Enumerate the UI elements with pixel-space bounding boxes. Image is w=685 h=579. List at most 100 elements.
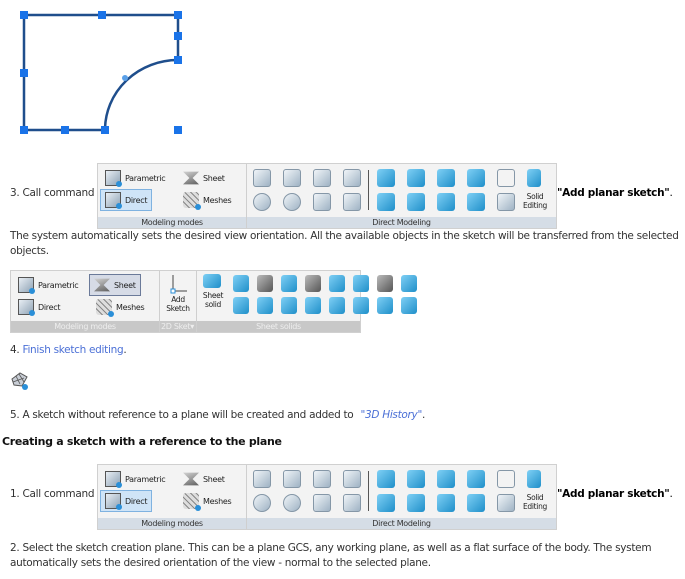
ribbon-sheet-solids: Parametric Sheet Direct Meshes Modeling … xyxy=(10,270,417,333)
command-label: "Add planar sketch" xyxy=(557,488,670,500)
cone-tool-icon[interactable] xyxy=(283,470,301,488)
punct: . xyxy=(422,409,426,421)
sheet-solid-tool-icon[interactable] xyxy=(281,275,297,292)
command-name: "Add planar sketch". xyxy=(557,488,673,500)
wireframe-tool-icon[interactable] xyxy=(497,169,515,187)
push-pull-tool-icon[interactable] xyxy=(377,470,395,488)
direct-mode-button[interactable]: Direct xyxy=(100,189,153,211)
sheet-mode-button[interactable]: Sheet xyxy=(178,167,230,189)
sheet-solid-tool-icon[interactable] xyxy=(353,275,369,292)
group-title: Sheet solids xyxy=(197,321,360,332)
separator xyxy=(368,170,369,210)
group-title: Direct Modeling xyxy=(247,518,556,529)
view-orientation-paragraph: The system automatically sets the desire… xyxy=(10,230,679,257)
sheet-mode-button[interactable]: Sheet xyxy=(89,274,141,296)
sphere-tool-icon[interactable] xyxy=(283,494,301,512)
pyramid-tool-icon[interactable] xyxy=(313,169,331,187)
finish-sketch-mesh-icon[interactable] xyxy=(10,371,30,391)
revolve-face-tool-icon[interactable] xyxy=(377,193,395,211)
step2-text: 2. Select the sketch creation plane. Thi… xyxy=(10,542,652,569)
parametric-mode-button[interactable]: Parametric xyxy=(100,167,170,189)
group-title: Direct Modeling xyxy=(247,217,556,228)
move-face-tool-icon[interactable] xyxy=(467,494,485,512)
sheet-solid-tool-icon[interactable] xyxy=(305,297,321,314)
sheet-solid-tool-icon[interactable] xyxy=(281,297,297,314)
bend-tool-icon[interactable] xyxy=(343,193,361,211)
split-face-tool-icon[interactable] xyxy=(407,193,425,211)
step5-prefix: 5. A sketch without reference to a plane… xyxy=(10,409,357,421)
modeling-modes-group: Parametric Sheet Direct Meshes Modeling … xyxy=(98,465,247,529)
box-tool-icon[interactable] xyxy=(253,169,271,187)
sheet-mode-button[interactable]: Sheet xyxy=(178,468,230,490)
wedge-tool-icon[interactable] xyxy=(313,193,331,211)
solid-editing-button[interactable]: Solid Editing xyxy=(522,493,548,511)
sheet-solid-tool-icon[interactable] xyxy=(329,275,345,292)
offset-face-tool-icon[interactable] xyxy=(497,494,515,512)
extrude-face-tool-icon[interactable] xyxy=(467,470,485,488)
torus-tool-icon[interactable] xyxy=(343,470,361,488)
box-tool-icon[interactable] xyxy=(253,470,271,488)
parametric-mode-button[interactable]: Parametric xyxy=(100,468,170,490)
solid-editing-icon xyxy=(527,470,541,488)
sheet-solid-tool-icon[interactable] xyxy=(401,297,417,314)
sheet-solid-tool-icon[interactable] xyxy=(305,275,321,292)
finish-sketch-editing-link[interactable]: Finish sketch editing xyxy=(22,344,124,356)
sheet-solid-tool-icon[interactable] xyxy=(377,297,393,314)
label: Parametric xyxy=(125,474,166,484)
pyramid-tool-icon[interactable] xyxy=(313,470,331,488)
draft-tool-icon[interactable] xyxy=(407,169,425,187)
sheet-solid-button[interactable]: Sheet solid xyxy=(202,291,224,309)
separator xyxy=(368,471,369,511)
punct: . xyxy=(669,187,673,199)
sheet-solid-tool-icon[interactable] xyxy=(257,297,273,314)
direct-mode-button[interactable]: Direct xyxy=(13,296,65,318)
bend-tool-icon[interactable] xyxy=(343,494,361,512)
ribbon-direct-modeling: Parametric Sheet Direct Meshes Modeling … xyxy=(97,163,557,229)
meshes-mode-button[interactable]: Meshes xyxy=(91,296,149,318)
label: Meshes xyxy=(203,496,232,506)
punct: . xyxy=(123,344,127,356)
add-sketch-button[interactable]: Add Sketch xyxy=(166,295,190,313)
sheet-solid-tool-icon[interactable] xyxy=(353,297,369,314)
offset-face-tool-icon[interactable] xyxy=(497,193,515,211)
sheet-solid-tool-icon[interactable] xyxy=(233,297,249,314)
sheet-icon xyxy=(183,171,199,185)
sheet-solid-tool-icon[interactable] xyxy=(329,297,345,314)
sheet-icon xyxy=(94,278,110,292)
wedge-tool-icon[interactable] xyxy=(313,494,331,512)
revolve-face-tool-icon[interactable] xyxy=(377,494,395,512)
meshes-mode-button[interactable]: Meshes xyxy=(178,189,236,211)
pyramid-face-tool-icon[interactable] xyxy=(437,169,455,187)
cone-tool-icon[interactable] xyxy=(283,169,301,187)
parametric-mode-button[interactable]: Parametric xyxy=(13,274,83,296)
cylinder-tool-icon[interactable] xyxy=(253,494,271,512)
torus-tool-icon[interactable] xyxy=(343,169,361,187)
label: 2D Sket xyxy=(161,322,191,331)
shell-tool-icon[interactable] xyxy=(437,494,455,512)
direct-icon xyxy=(105,192,122,209)
sphere-tool-icon[interactable] xyxy=(283,193,301,211)
modeling-modes-group: Parametric Sheet Direct Meshes Modeling … xyxy=(11,271,160,332)
direct-mode-button[interactable]: Direct xyxy=(100,490,153,512)
step4-prefix: 4. xyxy=(10,344,23,356)
draft-tool-icon[interactable] xyxy=(407,470,425,488)
sheet-solid-tool-icon[interactable] xyxy=(401,275,417,292)
solid-editing-button[interactable]: Solid Editing xyxy=(522,192,548,210)
wireframe-tool-icon[interactable] xyxy=(497,470,515,488)
meshes-mode-button[interactable]: Meshes xyxy=(178,490,236,512)
sheet-solid-tool-icon[interactable] xyxy=(233,275,249,292)
move-face-tool-icon[interactable] xyxy=(467,193,485,211)
sheet-solid-tool-icon[interactable] xyxy=(257,275,273,292)
cylinder-tool-icon[interactable] xyxy=(253,193,271,211)
label: Sheet xyxy=(203,474,225,484)
push-pull-tool-icon[interactable] xyxy=(377,169,395,187)
pyramid-face-tool-icon[interactable] xyxy=(437,470,455,488)
ribbon-direct-modeling: Parametric Sheet Direct Meshes Modeling … xyxy=(97,464,557,530)
mesh-icon xyxy=(183,493,201,511)
sheet-solid-tool-icon[interactable] xyxy=(377,275,393,292)
3d-history-link[interactable]: "3D History" xyxy=(360,409,423,421)
split-face-tool-icon[interactable] xyxy=(407,494,425,512)
shell-tool-icon[interactable] xyxy=(437,193,455,211)
extrude-face-tool-icon[interactable] xyxy=(467,169,485,187)
